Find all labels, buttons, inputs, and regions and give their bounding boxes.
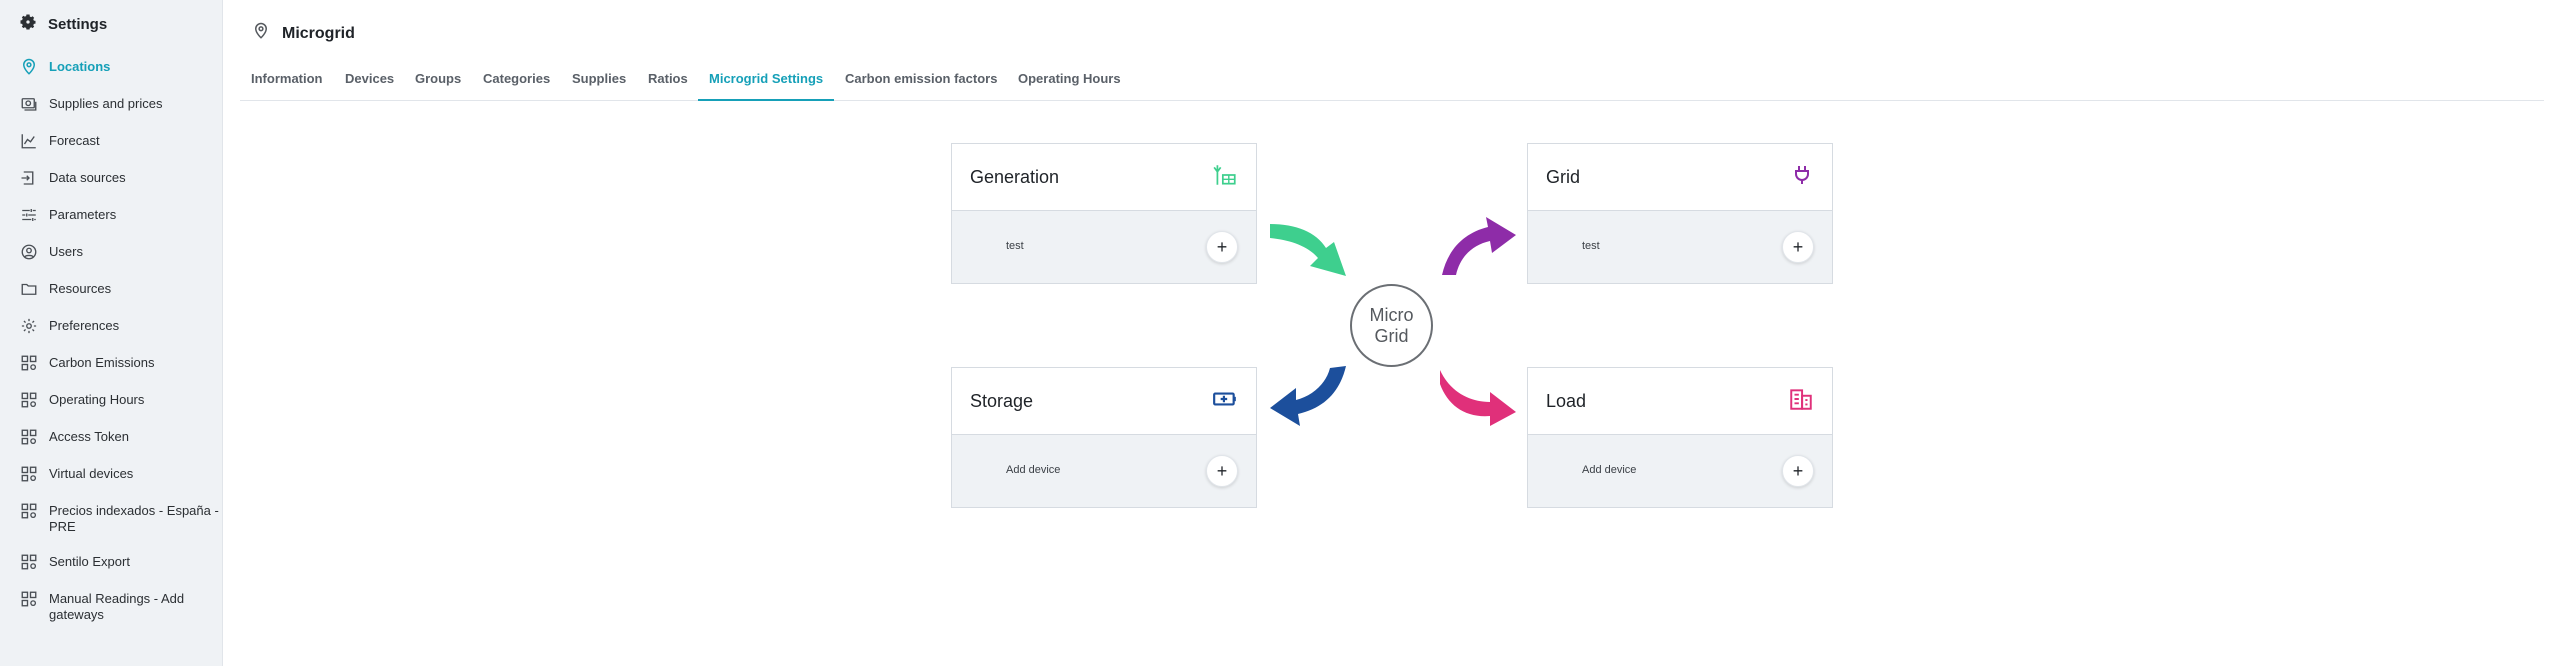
apps-gear-icon [18, 588, 39, 609]
grid-card: Grid test + [1527, 143, 1833, 284]
grid-flow-arrow [1442, 217, 1516, 275]
sidebar-title: Settings [48, 16, 108, 33]
tab-ratios[interactable]: Ratios [648, 71, 688, 86]
microgrid-hub: Micro Grid [1350, 284, 1433, 367]
generation-card: Generation test + [951, 143, 1257, 284]
tab-operating-hours[interactable]: Operating Hours [1018, 71, 1121, 86]
card-title: Generation [970, 166, 1060, 187]
sidebar-item-label: Data sources [49, 170, 126, 185]
card-item: Add device [1582, 464, 1637, 476]
sidebar-header: Settings [18, 12, 107, 37]
card-item: test [1006, 240, 1024, 252]
supplies-icon [18, 93, 39, 114]
generation-flow-arrow [1270, 224, 1346, 276]
sidebar-item-virtual-devices[interactable]: Virtual devices [18, 463, 223, 484]
add-grid-button[interactable]: + [1782, 231, 1814, 263]
sidebar-item-access-token[interactable]: Access Token [18, 426, 223, 447]
sliders-icon [18, 204, 39, 225]
sidebar-item-label: Users [49, 244, 83, 259]
tab-categories[interactable]: Categories [483, 71, 551, 86]
sidebar-item-parameters[interactable]: Parameters [18, 204, 223, 225]
apps-gear-icon [18, 389, 39, 410]
hub-label-line2: Grid [1374, 325, 1409, 346]
page-title: Microgrid [282, 24, 355, 42]
card-title: Load [1546, 390, 1587, 411]
tab-bar: Information Devices Groups Categories Su… [240, 62, 2544, 101]
sidebar: Settings Locations Supplies and prices F… [0, 0, 223, 666]
add-storage-button[interactable]: + [1206, 455, 1238, 487]
location-pin-icon [252, 22, 270, 45]
sidebar-item-label: Carbon Emissions [49, 355, 155, 370]
apps-gear-icon [18, 352, 39, 373]
sidebar-item-locations[interactable]: Locations [18, 56, 223, 77]
apps-gear-icon [18, 551, 39, 572]
sidebar-item-operating-hours[interactable]: Operating Hours [18, 389, 223, 410]
card-title: Grid [1546, 166, 1581, 187]
sidebar-item-supplies-and-prices[interactable]: Supplies and prices [18, 93, 223, 114]
sidebar-item-label: Sentilo Export [49, 554, 130, 569]
forecast-chart-icon [18, 130, 39, 151]
building-icon [1788, 386, 1814, 417]
sidebar-item-manual-readings[interactable]: Manual Readings - Add gateways [18, 588, 223, 623]
sidebar-item-label: Manual Readings - Add gateways [49, 591, 185, 622]
sidebar-item-label: Virtual devices [49, 466, 134, 481]
add-load-button[interactable]: + [1782, 455, 1814, 487]
tab-devices[interactable]: Devices [345, 71, 395, 86]
generation-icon [1212, 162, 1238, 193]
sidebar-item-preferences[interactable]: Preferences [18, 315, 223, 336]
location-pin-icon [18, 56, 39, 77]
sidebar-item-data-sources[interactable]: Data sources [18, 167, 223, 188]
data-sources-icon [18, 167, 39, 188]
storage-card: Storage Add device + [951, 367, 1257, 508]
sidebar-item-label: Preferences [49, 318, 120, 333]
sidebar-item-label: Precios indexados - España - PRE [49, 503, 219, 534]
sidebar-item-carbon-emissions[interactable]: Carbon Emissions [18, 352, 223, 373]
tab-microgrid-settings[interactable]: Microgrid Settings [698, 62, 835, 101]
card-title: Storage [970, 390, 1034, 411]
sidebar-item-label: Supplies and prices [49, 96, 163, 111]
sidebar-item-label: Parameters [49, 207, 117, 222]
add-generation-button[interactable]: + [1206, 231, 1238, 263]
plug-icon [1790, 163, 1814, 192]
load-card: Load Add device + [1527, 367, 1833, 508]
folder-icon [18, 278, 39, 299]
tab-carbon-emission-factors[interactable]: Carbon emission factors [845, 71, 998, 86]
tab-groups[interactable]: Groups [415, 71, 462, 86]
storage-flow-arrow [1270, 366, 1346, 426]
page-header: Microgrid [252, 22, 355, 45]
sidebar-item-label: Access Token [49, 429, 129, 444]
hub-label-line1: Micro [1369, 304, 1414, 325]
load-flow-arrow [1440, 370, 1516, 426]
sidebar-item-label: Operating Hours [49, 392, 145, 407]
sidebar-item-sentilo-export[interactable]: Sentilo Export [18, 551, 223, 572]
tab-supplies[interactable]: Supplies [572, 71, 627, 86]
sidebar-item-precios-indexados[interactable]: Precios indexados - España - PRE [18, 500, 223, 535]
apps-gear-icon [18, 500, 39, 521]
apps-gear-icon [18, 426, 39, 447]
tab-information[interactable]: Information [251, 71, 323, 86]
battery-icon [1212, 386, 1238, 417]
sidebar-item-label: Forecast [49, 133, 100, 148]
apps-gear-icon [18, 463, 39, 484]
card-item: test [1582, 240, 1600, 252]
sidebar-item-forecast[interactable]: Forecast [18, 130, 223, 151]
gear-icon [18, 315, 39, 336]
sidebar-item-resources[interactable]: Resources [18, 278, 223, 299]
sidebar-item-label: Locations [49, 59, 111, 74]
sidebar-item-label: Resources [49, 281, 112, 296]
sidebar-item-users[interactable]: Users [18, 241, 223, 262]
card-item: Add device [1006, 464, 1061, 476]
user-icon [18, 241, 39, 262]
gear-icon [18, 12, 38, 37]
